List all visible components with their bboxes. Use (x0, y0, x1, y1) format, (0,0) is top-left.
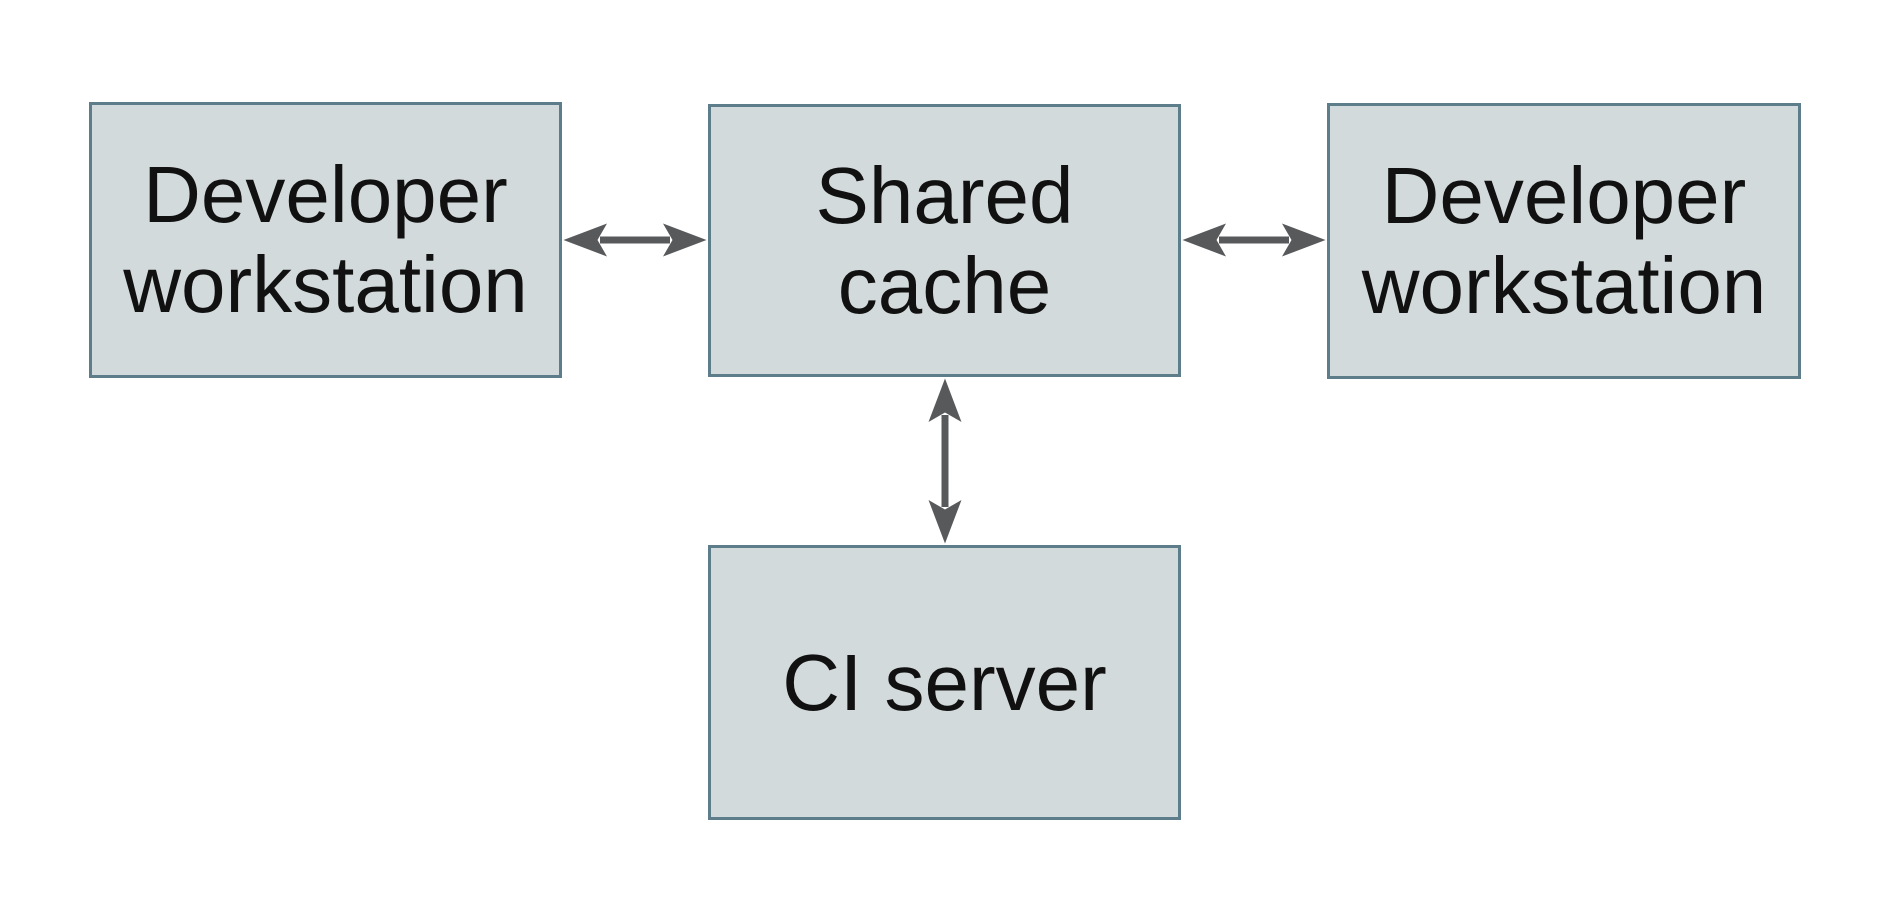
arrowhead-left-icon (563, 223, 607, 257)
node-developer-workstation-right: Developer workstation (1327, 103, 1801, 379)
bidirectional-arrow-devleft-cache-icon (563, 223, 707, 257)
arrowhead-top-icon (928, 378, 962, 422)
node-ci-server: CI server (708, 545, 1181, 820)
arrowhead-left-icon (1182, 223, 1226, 257)
arrowhead-right-icon (1282, 223, 1326, 257)
node-developer-workstation-left-label: Developer workstation (123, 150, 528, 329)
node-developer-workstation-left: Developer workstation (89, 102, 562, 378)
node-shared-cache-label: Shared cache (815, 150, 1074, 330)
bidirectional-arrow-cache-devright-icon (1182, 223, 1326, 257)
arrowhead-right-icon (663, 223, 707, 257)
node-ci-server-label: CI server (782, 637, 1107, 727)
bidirectional-arrow-cache-ciserver-icon (928, 378, 962, 544)
node-developer-workstation-right-label: Developer workstation (1361, 151, 1767, 330)
node-shared-cache: Shared cache (708, 104, 1181, 377)
arrowhead-bottom-icon (928, 500, 962, 544)
